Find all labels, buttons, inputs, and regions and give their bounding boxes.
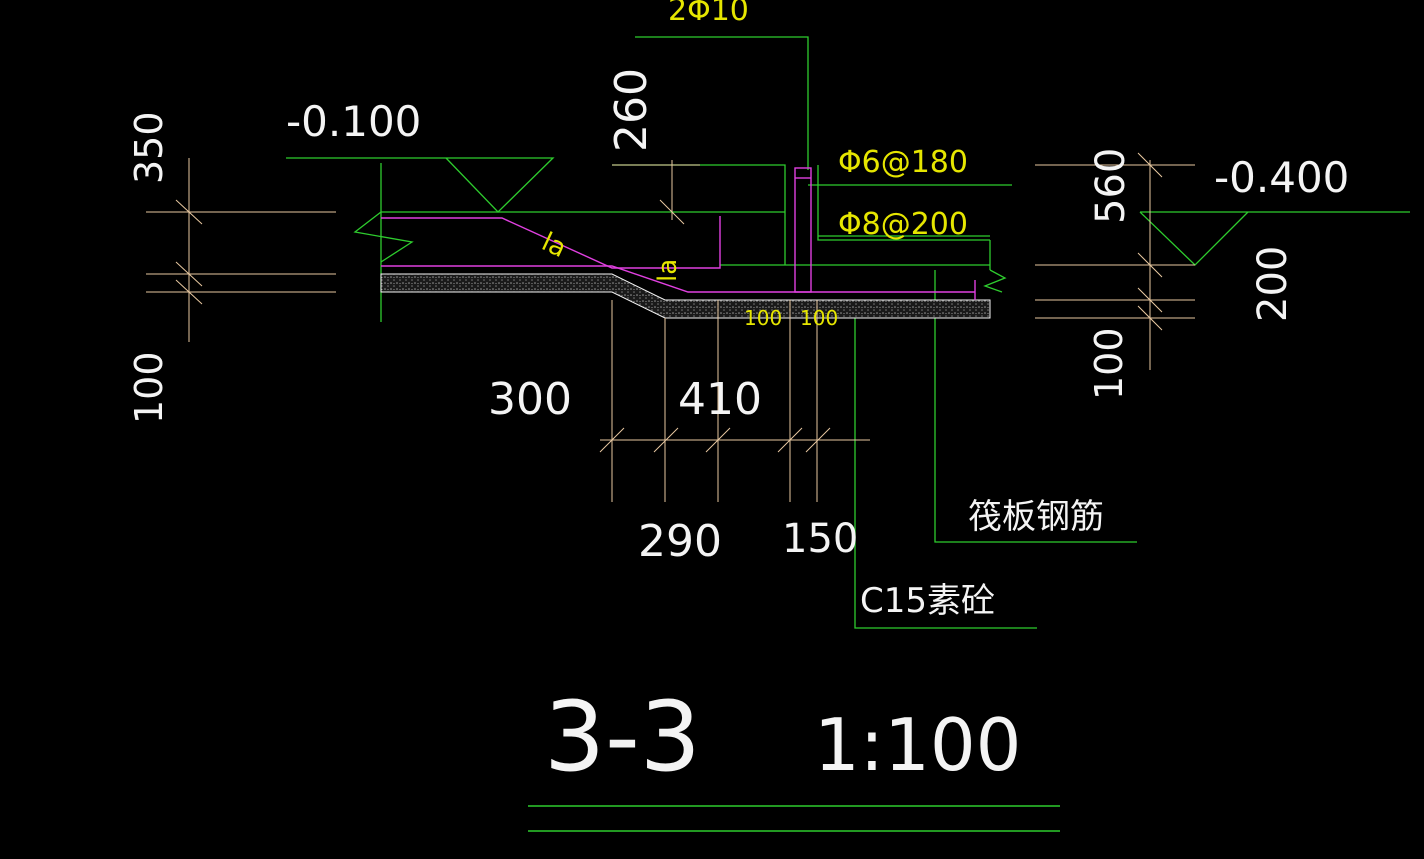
dim-150: 150 xyxy=(782,516,858,562)
top-rebar-label: 2Φ10 xyxy=(668,0,749,28)
anchor-label-1: la xyxy=(537,227,571,264)
slab-rebar-label: Φ8@200 xyxy=(838,207,968,242)
dim-260: 260 xyxy=(606,68,657,152)
title-underline xyxy=(528,805,1060,832)
dim-560: 560 xyxy=(1088,148,1134,224)
raft-rebar-label: 筏板钢筋 xyxy=(968,497,1104,537)
dim-200: 200 xyxy=(1250,246,1296,322)
dim-100-right: 100 xyxy=(1087,327,1131,400)
dim-350: 350 xyxy=(127,111,171,184)
lean-concrete-layer xyxy=(380,273,991,319)
elevation-right: -0.400 xyxy=(1214,153,1349,202)
section-title: 3-3 xyxy=(544,681,701,793)
anchor-label-2: la xyxy=(653,259,683,282)
lean-concrete-label: C15素砼 xyxy=(860,581,995,621)
dim-100-left: 100 xyxy=(127,351,171,424)
concrete-outline xyxy=(286,36,1410,629)
dim-290: 290 xyxy=(638,516,722,567)
rebar-lines xyxy=(381,167,976,300)
dimension-lines xyxy=(146,152,1195,502)
dim-410: 410 xyxy=(678,374,762,425)
stirrup-label: Φ6@180 xyxy=(838,145,968,180)
scale-label: 1:100 xyxy=(814,703,1022,787)
dim-300: 300 xyxy=(488,374,572,425)
dim-100-a: 100 xyxy=(744,306,782,330)
elevation-left: -0.100 xyxy=(286,97,421,146)
dim-100-b: 100 xyxy=(800,306,838,330)
